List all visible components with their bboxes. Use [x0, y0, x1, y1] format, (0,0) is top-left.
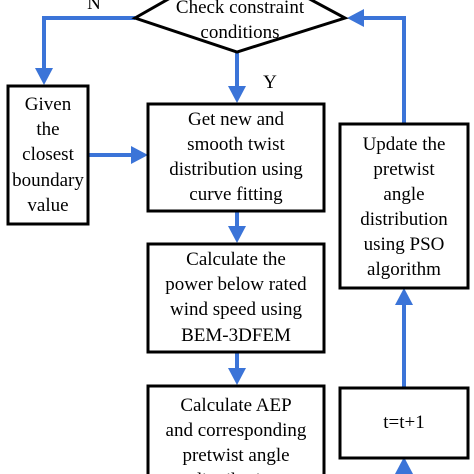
text-aep: Calculate AEP and corresponding pretwist…: [166, 395, 307, 474]
power-line-3: wind speed using: [170, 299, 302, 320]
arrow-smooth-to-power-head: [228, 226, 246, 243]
text-given: Given the closest boundary value: [12, 94, 84, 216]
arrow-into-counter-head: [395, 457, 413, 474]
arrow-yes-to-smooth-head: [228, 86, 246, 103]
power-line-4: BEM-3DFEM: [181, 325, 291, 346]
smooth-line-1: Get new and: [188, 109, 285, 130]
arrow-update-to-check-head: [347, 9, 364, 27]
text-power: Calculate the power below rated wind spe…: [165, 249, 307, 346]
box-calc-aep: [146, 384, 326, 474]
box-counter: [338, 386, 470, 460]
arrow-update-to-check: [362, 16, 406, 123]
power-line-2: power below rated: [165, 274, 307, 295]
box-update-pretwist: [338, 122, 470, 290]
arrow-counter-to-update-head: [395, 288, 413, 305]
update-line-4: distribution: [360, 209, 448, 230]
box-smooth-twist: [146, 102, 326, 213]
arrow-no-to-given-head: [35, 68, 53, 85]
decision-check-constraints: [131, 0, 349, 54]
edge-label-no: N: [87, 0, 101, 14]
smooth-line-4: curve fitting: [189, 184, 283, 205]
given-line-5: value: [27, 195, 68, 216]
text-check: Check constraint conditions: [176, 0, 305, 43]
aep-line-4: distribution: [192, 470, 280, 474]
given-line-2: the: [36, 119, 59, 140]
update-line-1: Update the: [363, 134, 446, 155]
aep-line-3: pretwist angle: [182, 445, 289, 466]
update-line-3: angle: [383, 184, 424, 205]
arrow-given-to-smooth-head: [131, 146, 148, 164]
given-line-1: Given: [25, 94, 72, 115]
given-line-3: closest: [22, 144, 74, 165]
update-line-6: algorithm: [367, 259, 441, 280]
arrow-no-to-given: [42, 16, 135, 70]
check-line-2: conditions: [200, 22, 279, 43]
box-given-boundary: [6, 84, 90, 226]
text-update: Update the pretwist angle distribution u…: [360, 134, 448, 280]
text-smooth: Get new and smooth twist distribution us…: [169, 109, 303, 205]
aep-line-2: and corresponding: [166, 420, 307, 441]
given-line-4: boundary: [12, 170, 84, 191]
update-line-5: using PSO: [364, 234, 445, 255]
aep-line-1: Calculate AEP: [180, 395, 291, 416]
edge-label-yes: Y: [263, 72, 277, 93]
update-line-2: pretwist: [373, 159, 435, 180]
power-line-1: Calculate the: [186, 249, 286, 270]
smooth-line-2: smooth twist: [187, 134, 285, 155]
counter-line-1: t=t+1: [383, 412, 425, 433]
connectors: [35, 9, 413, 474]
smooth-line-3: distribution using: [169, 159, 303, 180]
box-calc-power: [146, 242, 326, 354]
text-counter: t=t+1: [383, 412, 425, 433]
check-line-1: Check constraint: [176, 0, 305, 18]
arrow-power-to-aep-head: [228, 368, 246, 385]
